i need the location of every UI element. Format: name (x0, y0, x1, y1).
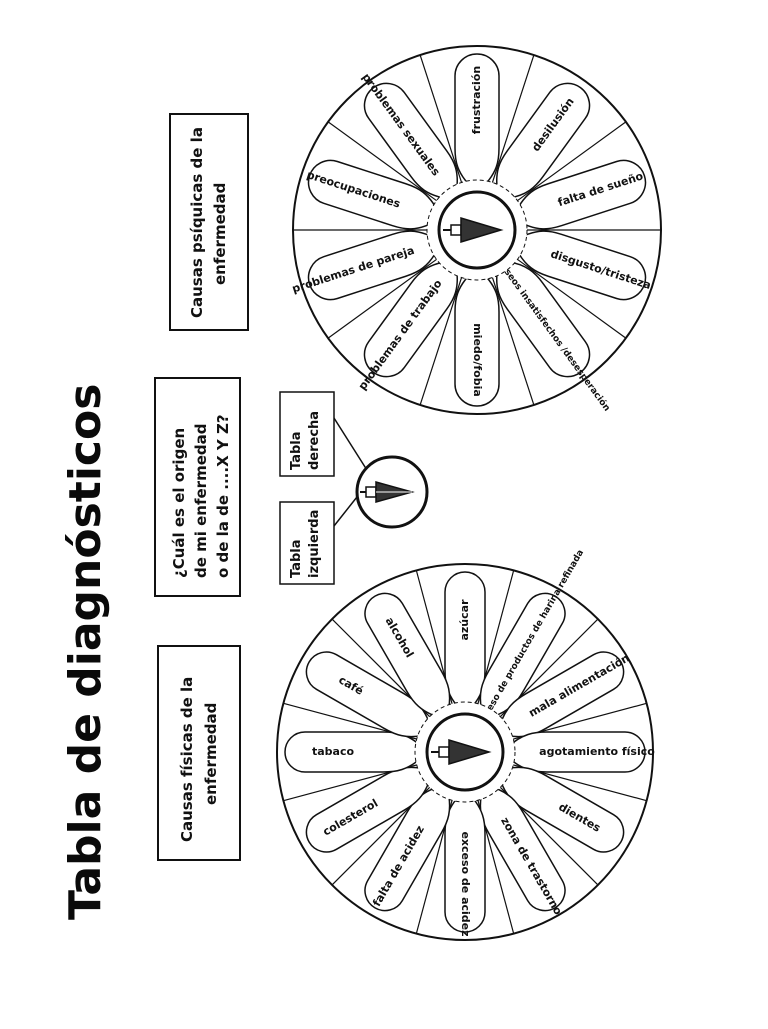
wheel-petal: exceso de acidez (444, 788, 486, 937)
wheel-petal-label: miedo/fobia (471, 323, 484, 397)
wheel-petal-label: tabaco (312, 745, 354, 758)
wheel-petal: miedo/fobia (454, 267, 500, 407)
physical-causes-line2: enfermedad (202, 703, 220, 805)
wheel-divider (489, 269, 535, 406)
right-table-label-line1: Tabla (289, 432, 304, 471)
question-box: ¿Cuál es el origen de mi enfermedad o de… (154, 377, 241, 597)
wheel-petal-label: frustración (470, 66, 483, 134)
psychic-causes-line2: enfermedad (211, 183, 229, 285)
page-title: Tabla de diagnósticos (60, 384, 111, 920)
right-table-label-box (279, 391, 335, 477)
wheel-petal-label: agotamiento físico (539, 745, 655, 758)
physical-causes-line1: Causas físicas de la (178, 677, 196, 842)
wheel-divider (489, 54, 535, 191)
left-table-label-line2: izquierda (307, 510, 322, 578)
psychic-causes-line1: Causas psíquicas de la (188, 127, 206, 318)
pendulum-selector: Tabla izquierda Tabla derecha (279, 391, 429, 585)
psychic-causes-box: Causas psíquicas de la enfermedad (169, 113, 249, 331)
wheel-divider (510, 254, 627, 339)
pendulum-icon (431, 738, 492, 766)
wheel-divider (419, 54, 465, 191)
wheel-petal: alcohol (364, 592, 451, 720)
wheel-divider (327, 254, 444, 339)
wheel-petal: agotamiento físico (501, 731, 655, 773)
question-line2: de mi enfermedad (192, 424, 210, 578)
wheel-petal: tabaco (284, 731, 429, 773)
pendulum-icon (360, 481, 415, 503)
physical-causes-box: Causas físicas de la enfermedad (157, 645, 241, 861)
left-table-label-box (279, 501, 335, 585)
wheel-divider (510, 121, 627, 206)
wheel-petal-label: exceso de acidez (459, 831, 472, 936)
wheel-divider (327, 121, 444, 206)
left-table-label-line1: Tabla (289, 540, 304, 579)
question-line1: ¿Cuál es el origen (170, 428, 188, 578)
wheel-divider (419, 269, 465, 406)
wheel-petal: falta de sueño (512, 159, 647, 230)
wheel-petal: café (305, 651, 433, 738)
question-line3: o de la de ....X Y Z? (214, 414, 232, 578)
pendulum-icon (443, 216, 504, 244)
wheel-petal: azúcar (444, 571, 486, 716)
wheel-petal-label: azúcar (458, 599, 471, 641)
wheel-petal: frustración (454, 53, 500, 193)
right-table-label-line2: derecha (307, 411, 322, 470)
